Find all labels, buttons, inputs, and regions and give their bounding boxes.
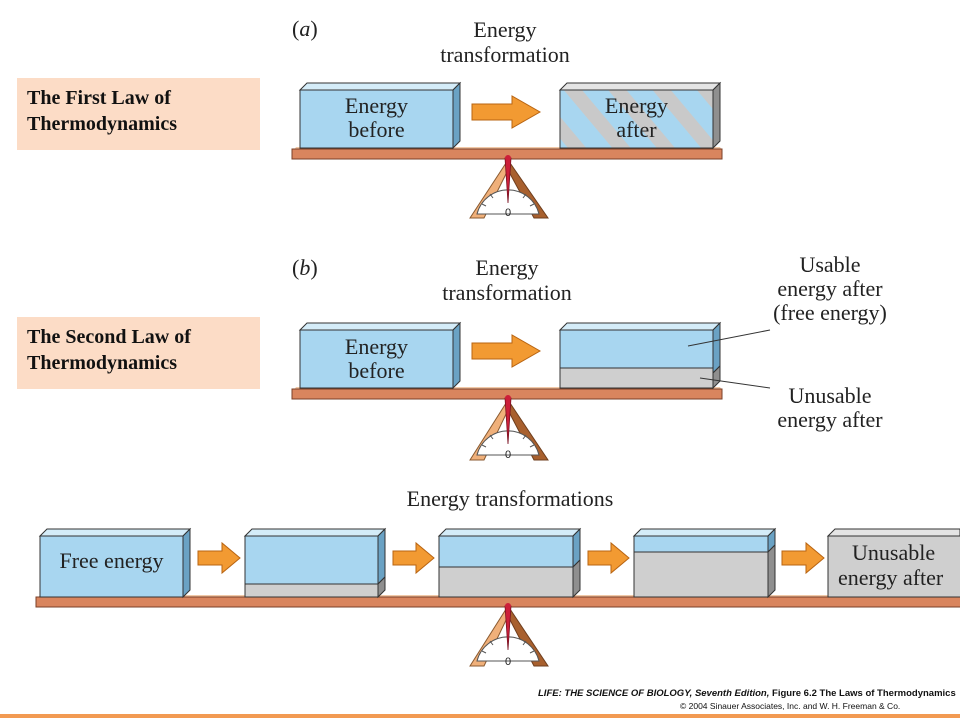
panel-c-arrow-3	[587, 541, 630, 575]
panel-a-gauge-zero: 0	[504, 207, 512, 219]
panel-a-heading-line1: Energy	[473, 17, 537, 42]
panel-b-letter: (b)	[292, 255, 318, 280]
unusable-energy-line2: energy after	[777, 407, 883, 432]
free-energy-label: Free energy	[59, 548, 164, 573]
panel-c-arrow-1	[197, 541, 241, 575]
unusable-energy-label: Unusable energy after	[755, 384, 905, 432]
panel-c-arrow-2	[392, 541, 435, 575]
panel-b-before-label: Energy before	[300, 335, 453, 383]
figure-credit: LIFE: THE SCIENCE OF BIOLOGY, Seventh Ed…	[538, 688, 960, 712]
second-law-label-line1: The Second Law of	[27, 326, 191, 348]
second-law-label: The Second Law of Thermodynamics	[17, 317, 260, 389]
panel-b-heading-line1: Energy	[475, 255, 539, 280]
first-law-label: The First Law of Thermodynamics	[17, 78, 260, 150]
usable-leader-line	[687, 329, 771, 347]
free-energy-box	[38, 527, 192, 599]
transition-box-3	[437, 527, 582, 599]
panel-a-arrow	[471, 95, 542, 129]
panel-c-heading: Energy transformations	[406, 486, 614, 511]
panel-a-letter: (a)	[292, 16, 318, 41]
unusable-leader-line	[699, 377, 771, 389]
panel-b-before-line2: before	[348, 358, 405, 383]
unusable-energy-box	[826, 528, 960, 598]
panel-a-after-label: Energy after	[560, 94, 713, 142]
panel-a-after-line1: Energy	[604, 93, 669, 118]
first-law-label-line1: The First Law of	[27, 87, 171, 109]
credit-copyright: © 2004 Sinauer Associates, Inc. and W. H…	[680, 701, 901, 711]
unusable-end-line2: energy after	[838, 565, 944, 590]
panel-b-before-line1: Energy	[344, 334, 409, 359]
usable-energy-line2: energy after	[777, 276, 883, 301]
usable-energy-line1: Usable	[799, 252, 861, 277]
bottom-rule	[0, 714, 960, 718]
panel-a-energy-before-box	[298, 81, 462, 150]
first-law-label-line2: Thermodynamics	[27, 113, 177, 135]
panel-a-before-label: Energy before	[300, 94, 453, 142]
panel-a-energy-after-box	[558, 81, 722, 150]
panel-b-gauge-zero: 0	[504, 449, 512, 461]
unusable-end-line1: Unusable	[852, 540, 936, 565]
panel-a-scale	[291, 147, 723, 219]
credit-figure-title: Figure 6.2 The Laws of Thermodynamics	[769, 688, 956, 699]
panel-c-arrow-4	[781, 541, 825, 575]
panel-b-energy-after-box	[558, 321, 722, 390]
panel-b-energy-before-box	[298, 321, 462, 390]
panel-b-heading-line2: transformation	[442, 280, 572, 305]
transition-box-4	[632, 527, 777, 599]
usable-energy-line3: (free energy)	[773, 300, 887, 325]
panel-b-arrow	[471, 334, 542, 368]
panel-a-after-line2: after	[616, 117, 657, 142]
usable-energy-label: Usable energy after (free energy)	[755, 253, 905, 325]
panel-a-before-line2: before	[348, 117, 405, 142]
panel-b-heading: Energy transformation	[407, 255, 607, 305]
panel-a-heading-line2: transformation	[440, 42, 570, 67]
unusable-end-label: Unusable energy after	[832, 540, 960, 590]
panel-c-gauge-zero: 0	[504, 656, 512, 668]
second-law-label-line2: Thermodynamics	[27, 352, 177, 374]
panel-a-heading: Energy transformation	[405, 17, 605, 67]
panel-b-letter-text: b	[299, 255, 311, 280]
credit-book-title: LIFE: THE SCIENCE OF BIOLOGY, Seventh Ed…	[538, 688, 770, 699]
panel-a-before-line1: Energy	[344, 93, 409, 118]
transition-box-2	[243, 527, 387, 599]
panel-a-letter-text: a	[299, 16, 311, 41]
unusable-energy-line1: Unusable	[788, 383, 872, 408]
